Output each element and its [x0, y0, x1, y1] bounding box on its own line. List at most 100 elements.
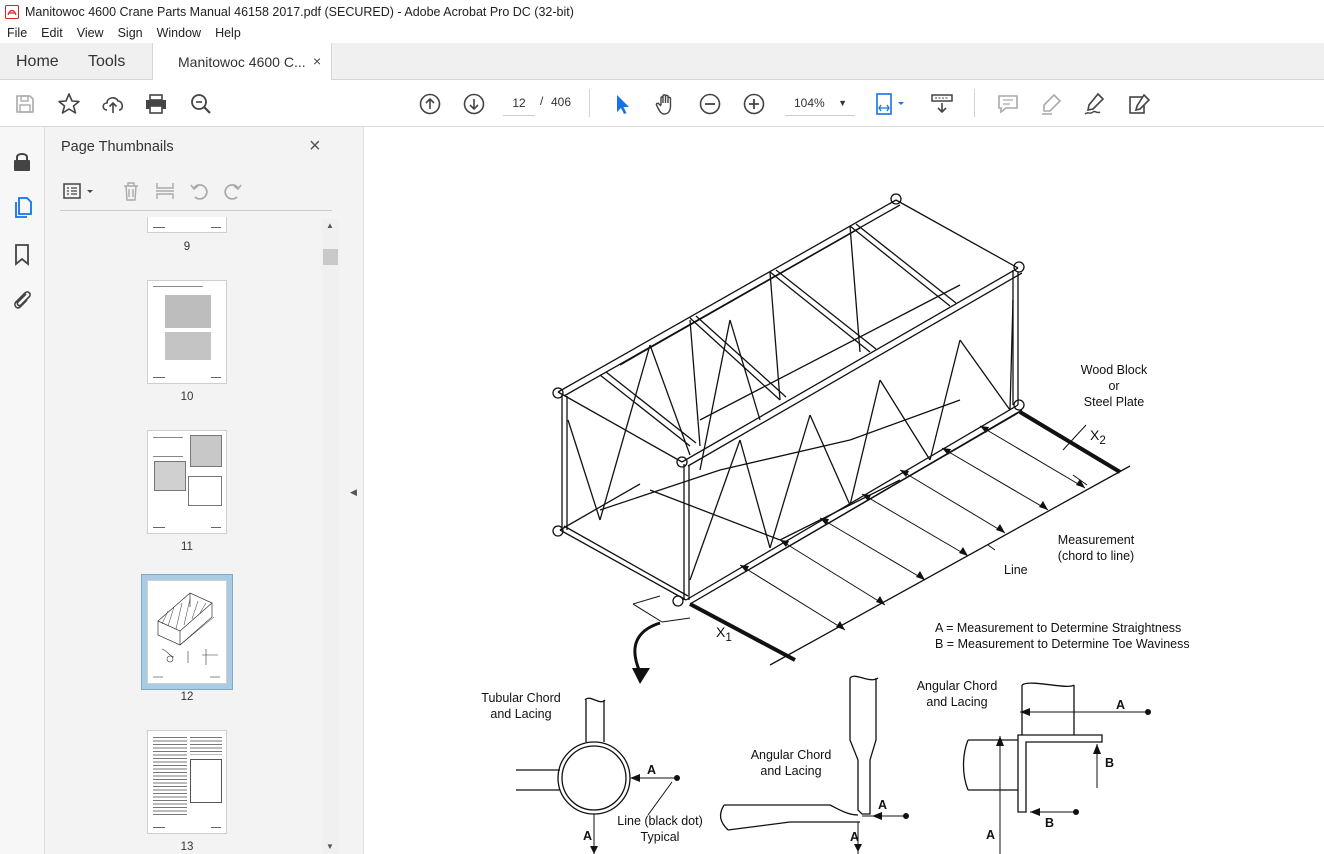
bookmark-icon[interactable]: [10, 242, 34, 266]
label-text: X: [1090, 427, 1100, 443]
tab-tools[interactable]: Tools: [88, 53, 126, 70]
label-a: A: [647, 763, 657, 777]
label-measurement: Measurement (chord to line): [1050, 532, 1142, 564]
lock-icon[interactable]: [10, 149, 34, 173]
panel-collapse-strip[interactable]: ◀: [343, 127, 364, 854]
label-a: A: [850, 830, 860, 844]
label-a: A: [583, 829, 593, 843]
scroll-mode-icon[interactable]: [929, 91, 955, 117]
search-zoom-icon[interactable]: [188, 91, 214, 117]
tab-close-icon[interactable]: ×: [313, 53, 322, 69]
zoom-select[interactable]: 104% ▼: [785, 90, 855, 116]
label-angular-chord-mid: Angular Chord and Lacing: [745, 747, 837, 779]
acrobat-app-icon: [5, 4, 19, 19]
highlight-icon[interactable]: [1038, 91, 1064, 117]
page-thumbnail[interactable]: [147, 217, 227, 233]
thumbnails-panel: Page Thumbnails × 9 10: [45, 127, 343, 854]
tab-document-label: Manitowoc 4600 C...: [178, 54, 306, 70]
page-down-icon[interactable]: [461, 91, 487, 117]
label-b: B: [1105, 756, 1115, 770]
tab-bar: Home Tools Manitowoc 4600 C... ×: [0, 43, 1324, 80]
zoom-in-icon[interactable]: [741, 91, 767, 117]
label-text: Angular Chord: [750, 748, 832, 762]
collapse-panel-icon[interactable]: ◀: [350, 487, 357, 497]
menu-window[interactable]: Window: [156, 26, 202, 40]
total-pages: 406: [551, 95, 572, 109]
label-text: or: [1108, 379, 1120, 393]
label-text: Wood Block: [1080, 363, 1148, 377]
label-line-black-dot: Line (black dot) Typical: [614, 813, 706, 845]
label-subscript: 1: [725, 630, 732, 644]
attachment-icon[interactable]: [10, 287, 34, 311]
delete-icon[interactable]: [120, 180, 142, 202]
label-subscript: 2: [1099, 433, 1106, 447]
toolbar: [0, 80, 1324, 127]
menu-view[interactable]: View: [76, 26, 104, 40]
comment-icon[interactable]: [995, 91, 1021, 117]
scrollbar-thumb[interactable]: [323, 249, 338, 265]
label-b: B: [1045, 816, 1055, 830]
hand-icon[interactable]: [653, 91, 679, 117]
save-icon[interactable]: [12, 91, 38, 117]
label-a: A: [1116, 698, 1126, 712]
upload-icon[interactable]: [100, 91, 126, 117]
label-text: Typical: [640, 830, 680, 844]
fit-page-icon[interactable]: [874, 91, 910, 117]
legend-a: A = Measurement to Determine Straightnes…: [935, 621, 1182, 635]
thumbnail-label: 12: [180, 691, 194, 703]
toolbar-divider: [974, 89, 975, 117]
thumbnail-label: 9: [183, 241, 191, 253]
page-up-icon[interactable]: [417, 91, 443, 117]
label-text: and Lacing: [490, 707, 552, 721]
panel-toolbar: [60, 177, 332, 211]
label-x1: X1: [716, 624, 732, 646]
bookmark-star-icon[interactable]: [56, 91, 82, 117]
rotate-left-icon[interactable]: [188, 180, 210, 202]
page-thumbnail[interactable]: [147, 580, 227, 684]
tab-document[interactable]: Manitowoc 4600 C... ×: [152, 43, 332, 80]
window-title: Manitowoc 4600 Crane Parts Manual 46158 …: [25, 4, 574, 19]
label-text: Angular Chord: [916, 679, 998, 693]
label-a: A: [878, 798, 888, 812]
document-view[interactable]: Wood Block or Steel Plate X2 X1 Measurem…: [364, 127, 1324, 854]
menu-file[interactable]: File: [7, 26, 28, 40]
thumbnail-scrollbar[interactable]: ▲ ▼: [322, 219, 339, 854]
legend-b: B = Measurement to Determine Toe Wavines…: [935, 637, 1190, 651]
menu-bar: File Edit View Sign Window Help: [0, 23, 1324, 43]
scroll-down-icon[interactable]: ▼: [326, 842, 334, 851]
tab-home[interactable]: Home: [16, 53, 59, 70]
label-text: Measurement: [1057, 533, 1135, 547]
zoom-out-icon[interactable]: [697, 91, 723, 117]
label-wood-block: Wood Block or Steel Plate: [1064, 362, 1164, 410]
select-arrow-icon[interactable]: [609, 91, 635, 117]
rotate-right-icon[interactable]: [222, 180, 244, 202]
scroll-up-icon[interactable]: ▲: [326, 221, 334, 230]
sign-icon[interactable]: [1082, 91, 1108, 117]
label-text: Steel Plate: [1083, 395, 1145, 409]
label-text: X: [716, 624, 726, 640]
menu-sign[interactable]: Sign: [117, 26, 143, 40]
page-separator: /: [540, 94, 544, 108]
thumbnail-options-icon[interactable]: [62, 181, 98, 203]
page-thumbnails-icon[interactable]: [10, 195, 34, 219]
title-bar: Manitowoc 4600 Crane Parts Manual 46158 …: [0, 0, 1324, 23]
page-thumbnail[interactable]: [147, 730, 227, 834]
label-tubular-chord: Tubular Chord and Lacing: [476, 690, 566, 722]
zoom-value: 104%: [794, 96, 825, 110]
menu-edit[interactable]: Edit: [41, 26, 63, 40]
label-x2: X2: [1090, 427, 1106, 449]
page-thumbnail[interactable]: [147, 430, 227, 534]
edit-icon[interactable]: [1126, 91, 1152, 117]
label-text: and Lacing: [760, 764, 822, 778]
print-icon[interactable]: [143, 91, 169, 117]
thumbnail-label: 13: [180, 841, 194, 853]
insert-page-icon[interactable]: [154, 180, 176, 202]
page-number-input[interactable]: 12: [503, 90, 535, 116]
thumbnail-label: 10: [180, 391, 194, 403]
menu-help[interactable]: Help: [215, 26, 241, 40]
label-text: (chord to line): [1057, 549, 1135, 563]
page-thumbnail[interactable]: [147, 280, 227, 384]
toolbar-divider: [589, 89, 590, 117]
label-text: Line (black dot): [617, 814, 703, 828]
panel-close-icon[interactable]: ×: [309, 135, 321, 157]
